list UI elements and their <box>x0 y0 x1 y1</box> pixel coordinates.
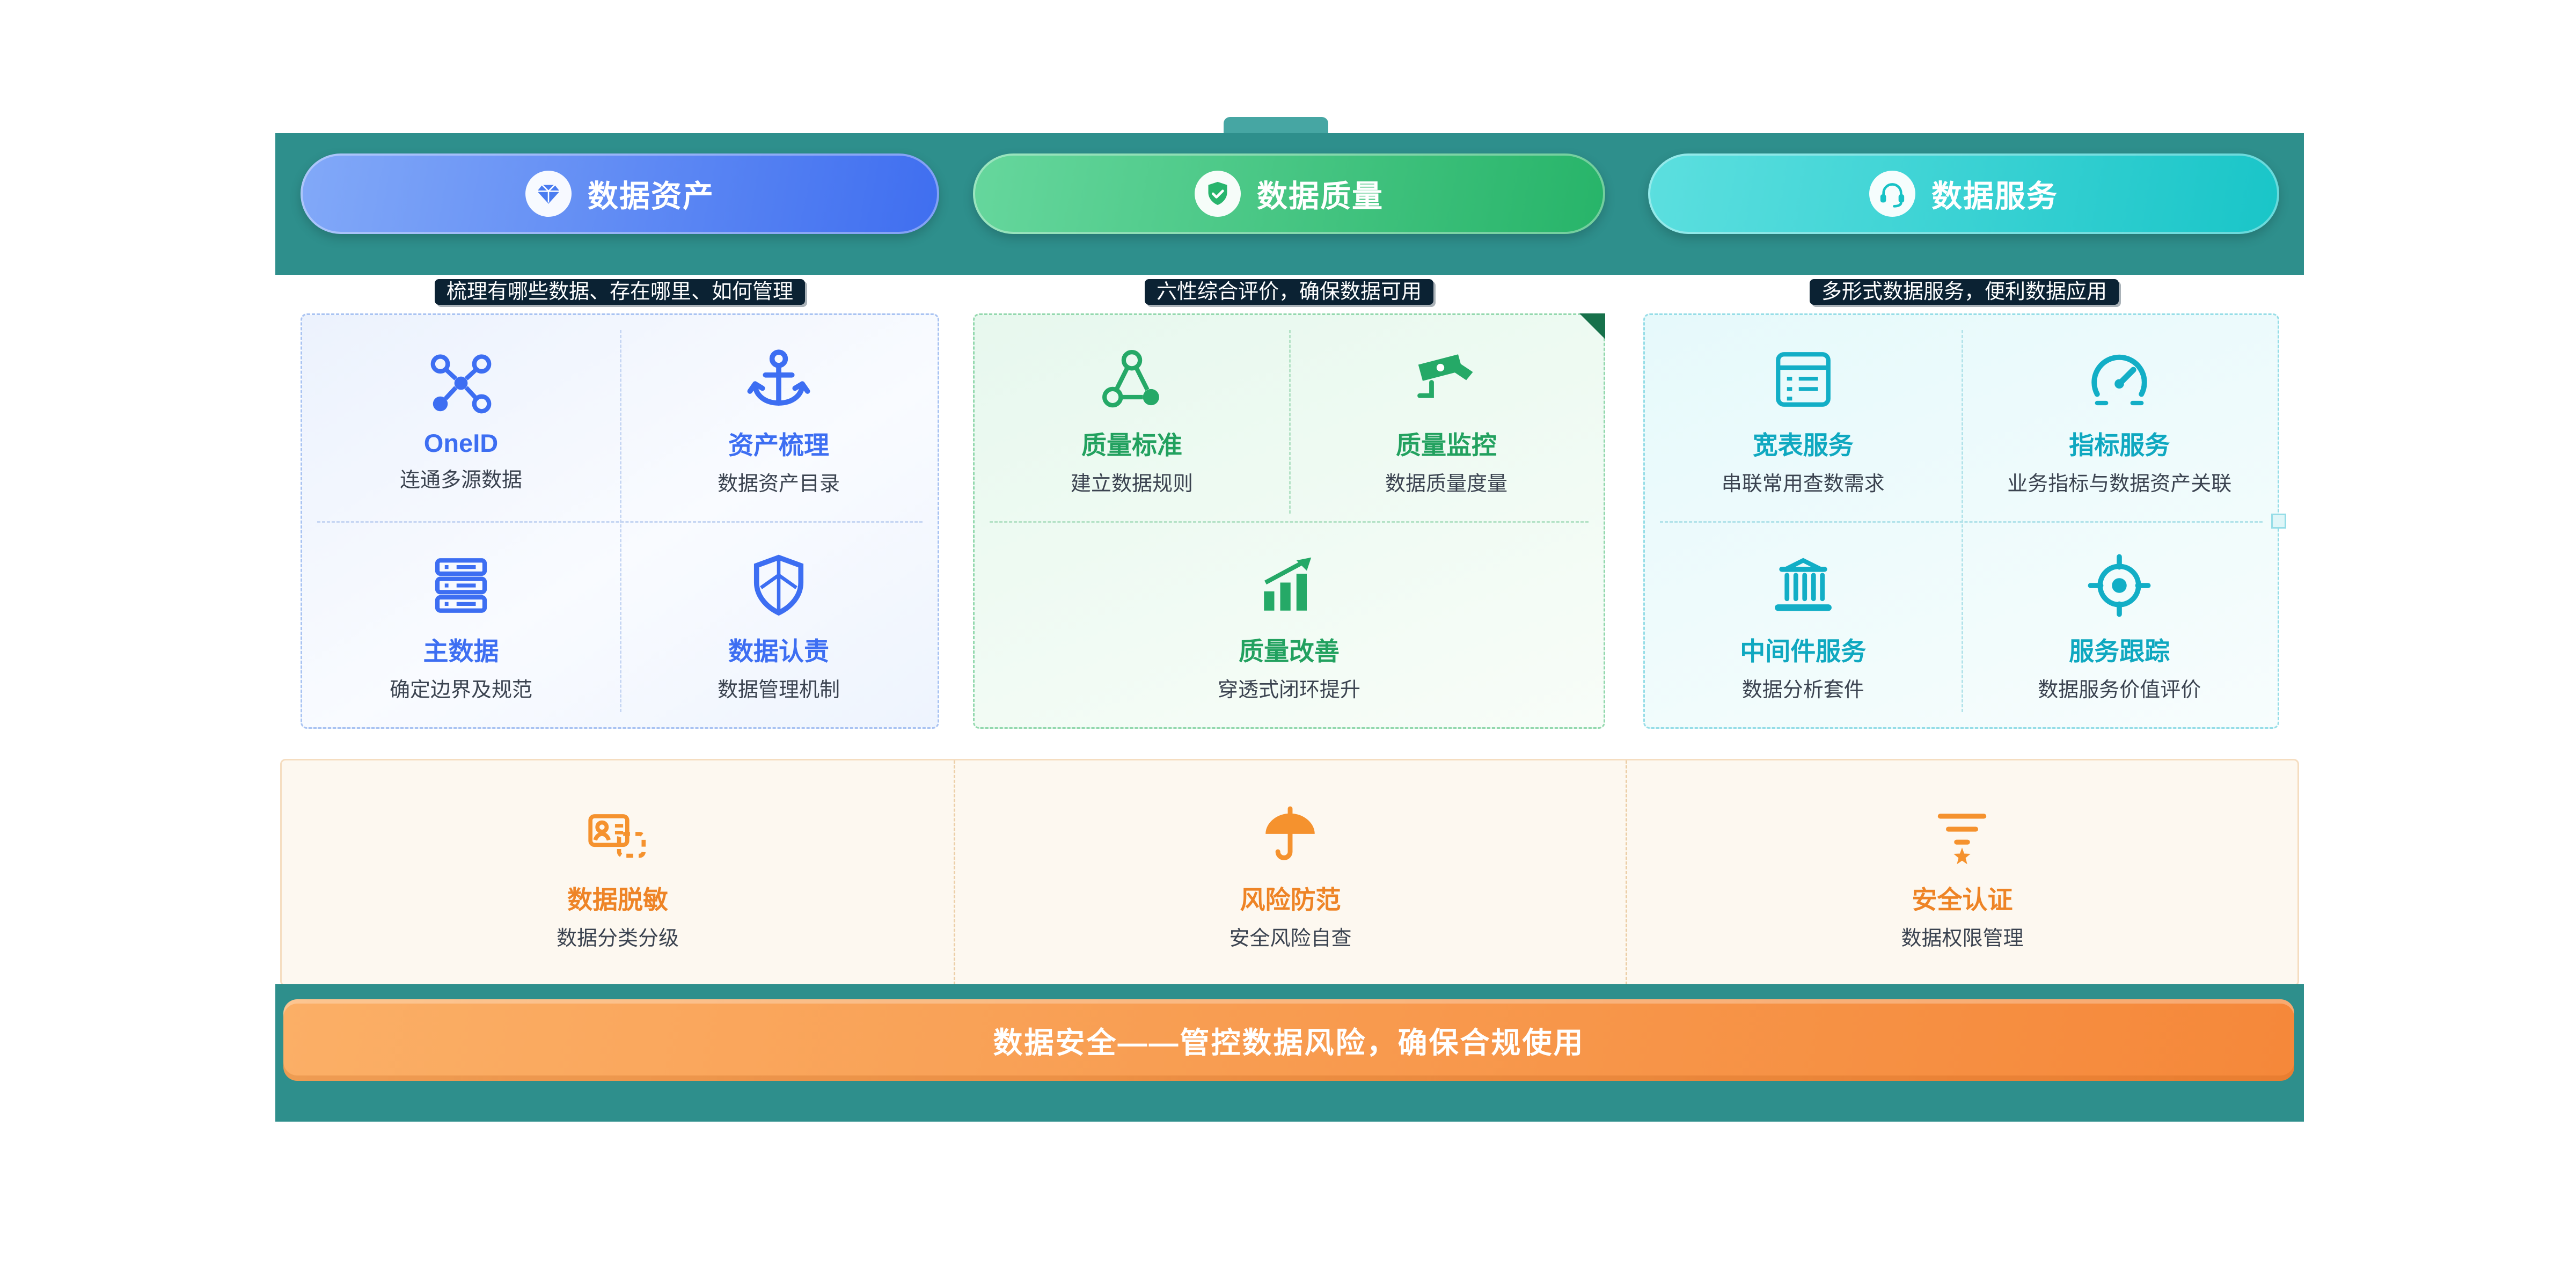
feature-subtitle: 数据服务价值评价 <box>2038 679 2201 701</box>
umbrella-icon <box>1257 794 1323 869</box>
feature-title: 服务跟踪 <box>2069 637 2170 665</box>
feature-metric-service: 指标服务 业务指标与数据资产关联 <box>1962 315 2278 521</box>
feature-title: 质量标准 <box>1081 431 1182 459</box>
tagline-data-quality: 六性综合评价，确保数据可用 <box>1144 279 1434 305</box>
target-icon <box>2084 546 2155 621</box>
headset-icon <box>1869 171 1915 217</box>
tagline-data-services: 多形式数据服务，便利数据应用 <box>1809 279 2119 305</box>
gem-icon <box>525 171 572 217</box>
feature-title: 质量改善 <box>1239 637 1340 665</box>
feature-quality-standard: 质量标准 建立数据规则 <box>975 315 1289 521</box>
security-col: 数据脱敏 数据分类分级 <box>282 760 954 985</box>
edge-notch-decoration <box>2271 514 2286 529</box>
wide-table-icon <box>1768 340 1839 415</box>
feature-security-certification: 安全认证 数据权限管理 <box>1901 794 2024 951</box>
feature-subtitle: 安全风险自查 <box>1229 927 1352 950</box>
feature-quality-monitoring: 质量监控 数据质量度量 <box>1289 315 1604 521</box>
feature-title: 安全认证 <box>1912 885 2013 914</box>
id-card-mask-icon <box>585 794 650 869</box>
feature-title: 指标服务 <box>2069 431 2170 459</box>
security-col: 风险防范 安全风险自查 <box>954 760 1626 985</box>
feature-wide-table-service: 宽表服务 串联常用查数需求 <box>1645 315 1962 521</box>
feature-title: 风险防范 <box>1240 885 1341 914</box>
feature-subtitle: 穿透式闭环提升 <box>1217 679 1360 701</box>
tab-data-services[interactable]: 数据服务 <box>1648 153 2279 234</box>
anchor-icon <box>743 340 814 415</box>
panel-divider <box>1289 330 1291 514</box>
feature-data-accountability: 数据认责 数据管理机制 <box>620 521 938 727</box>
feature-subtitle: 数据分析套件 <box>1741 679 1864 701</box>
tagline-data-assets: 梳理有哪些数据、存在哪里、如何管理 <box>434 279 806 305</box>
feature-subtitle: 建立数据规则 <box>1070 473 1193 495</box>
feature-master-data: 主数据 确定边界及规范 <box>302 521 620 727</box>
feature-middleware-service: 中间件服务 数据分析套件 <box>1645 521 1962 727</box>
panel-divider <box>317 521 923 523</box>
feature-risk-prevention: 风险防范 安全风险自查 <box>1229 794 1352 951</box>
feature-subtitle: 确定边界及规范 <box>389 679 532 701</box>
security-section: 数据脱敏 数据分类分级 风险防范 安全风险自查 安全认证 数据权限管理 <box>280 759 2299 986</box>
cctv-camera-icon <box>1411 340 1482 415</box>
quality-panel: 质量标准 建立数据规则 质量监控 数据质量度量 质量改善 穿透式闭环提升 <box>973 313 1605 729</box>
feature-asset-sorting: 资产梳理 数据资产目录 <box>620 315 938 521</box>
feature-data-masking: 数据脱敏 数据分类分级 <box>557 794 679 951</box>
shield-icon <box>743 546 814 621</box>
panel-divider <box>1660 521 2263 523</box>
tab-label: 数据资产 <box>588 179 714 214</box>
linked-nodes-icon <box>1096 340 1167 415</box>
feature-subtitle: 串联常用查数需求 <box>1721 473 1885 495</box>
banner-label: 数据安全——管控数据风险，确保合规使用 <box>993 1026 1585 1059</box>
rising-chart-icon <box>1254 546 1324 621</box>
feature-subtitle: 业务指标与数据资产关联 <box>2007 473 2232 495</box>
tab-data-quality[interactable]: 数据质量 <box>973 153 1605 234</box>
network-nodes-icon <box>426 343 496 419</box>
feature-subtitle: 数据权限管理 <box>1901 927 2024 950</box>
feature-title: 数据脱敏 <box>567 885 668 914</box>
feature-service-tracking: 服务跟踪 数据服务价值评价 <box>1962 521 2278 727</box>
feature-oneid: OneID 连通多源数据 <box>302 315 620 521</box>
corner-fold-decoration <box>1579 313 1605 339</box>
security-col: 安全认证 数据权限管理 <box>1626 760 2297 985</box>
server-stack-icon <box>426 546 496 621</box>
feature-quality-improvement: 质量改善 穿透式闭环提升 <box>975 521 1604 727</box>
tab-data-assets[interactable]: 数据资产 <box>301 153 939 234</box>
feature-title: OneID <box>423 429 499 457</box>
panel-divider <box>990 521 1589 523</box>
feature-subtitle: 数据管理机制 <box>717 679 840 701</box>
feature-subtitle: 连通多源数据 <box>399 469 522 492</box>
gauge-icon <box>2084 340 2155 415</box>
feature-title: 主数据 <box>423 637 499 665</box>
feature-subtitle: 数据资产目录 <box>717 473 840 495</box>
assets-panel: OneID 连通多源数据 资产梳理 数据资产目录 主数据 确定边界及规范 <box>301 313 939 729</box>
feature-title: 中间件服务 <box>1740 637 1867 665</box>
feature-title: 宽表服务 <box>1752 431 1854 459</box>
services-panel: 宽表服务 串联常用查数需求 指标服务 业务指标与数据资产关联 中间件服务 数据分… <box>1643 313 2286 729</box>
data-security-banner: 数据安全——管控数据风险，确保合规使用 <box>283 999 2294 1081</box>
filter-star-icon <box>1929 794 1995 869</box>
shield-check-icon <box>1195 171 1241 217</box>
feature-title: 数据认责 <box>728 637 829 665</box>
tab-label: 数据质量 <box>1257 179 1384 214</box>
feature-subtitle: 数据分类分级 <box>556 927 679 950</box>
feature-title: 资产梳理 <box>728 431 829 459</box>
tab-label: 数据服务 <box>1931 179 2058 214</box>
feature-subtitle: 数据质量度量 <box>1385 473 1507 495</box>
feature-title: 质量监控 <box>1396 431 1497 459</box>
middleware-bars-icon <box>1768 546 1839 621</box>
